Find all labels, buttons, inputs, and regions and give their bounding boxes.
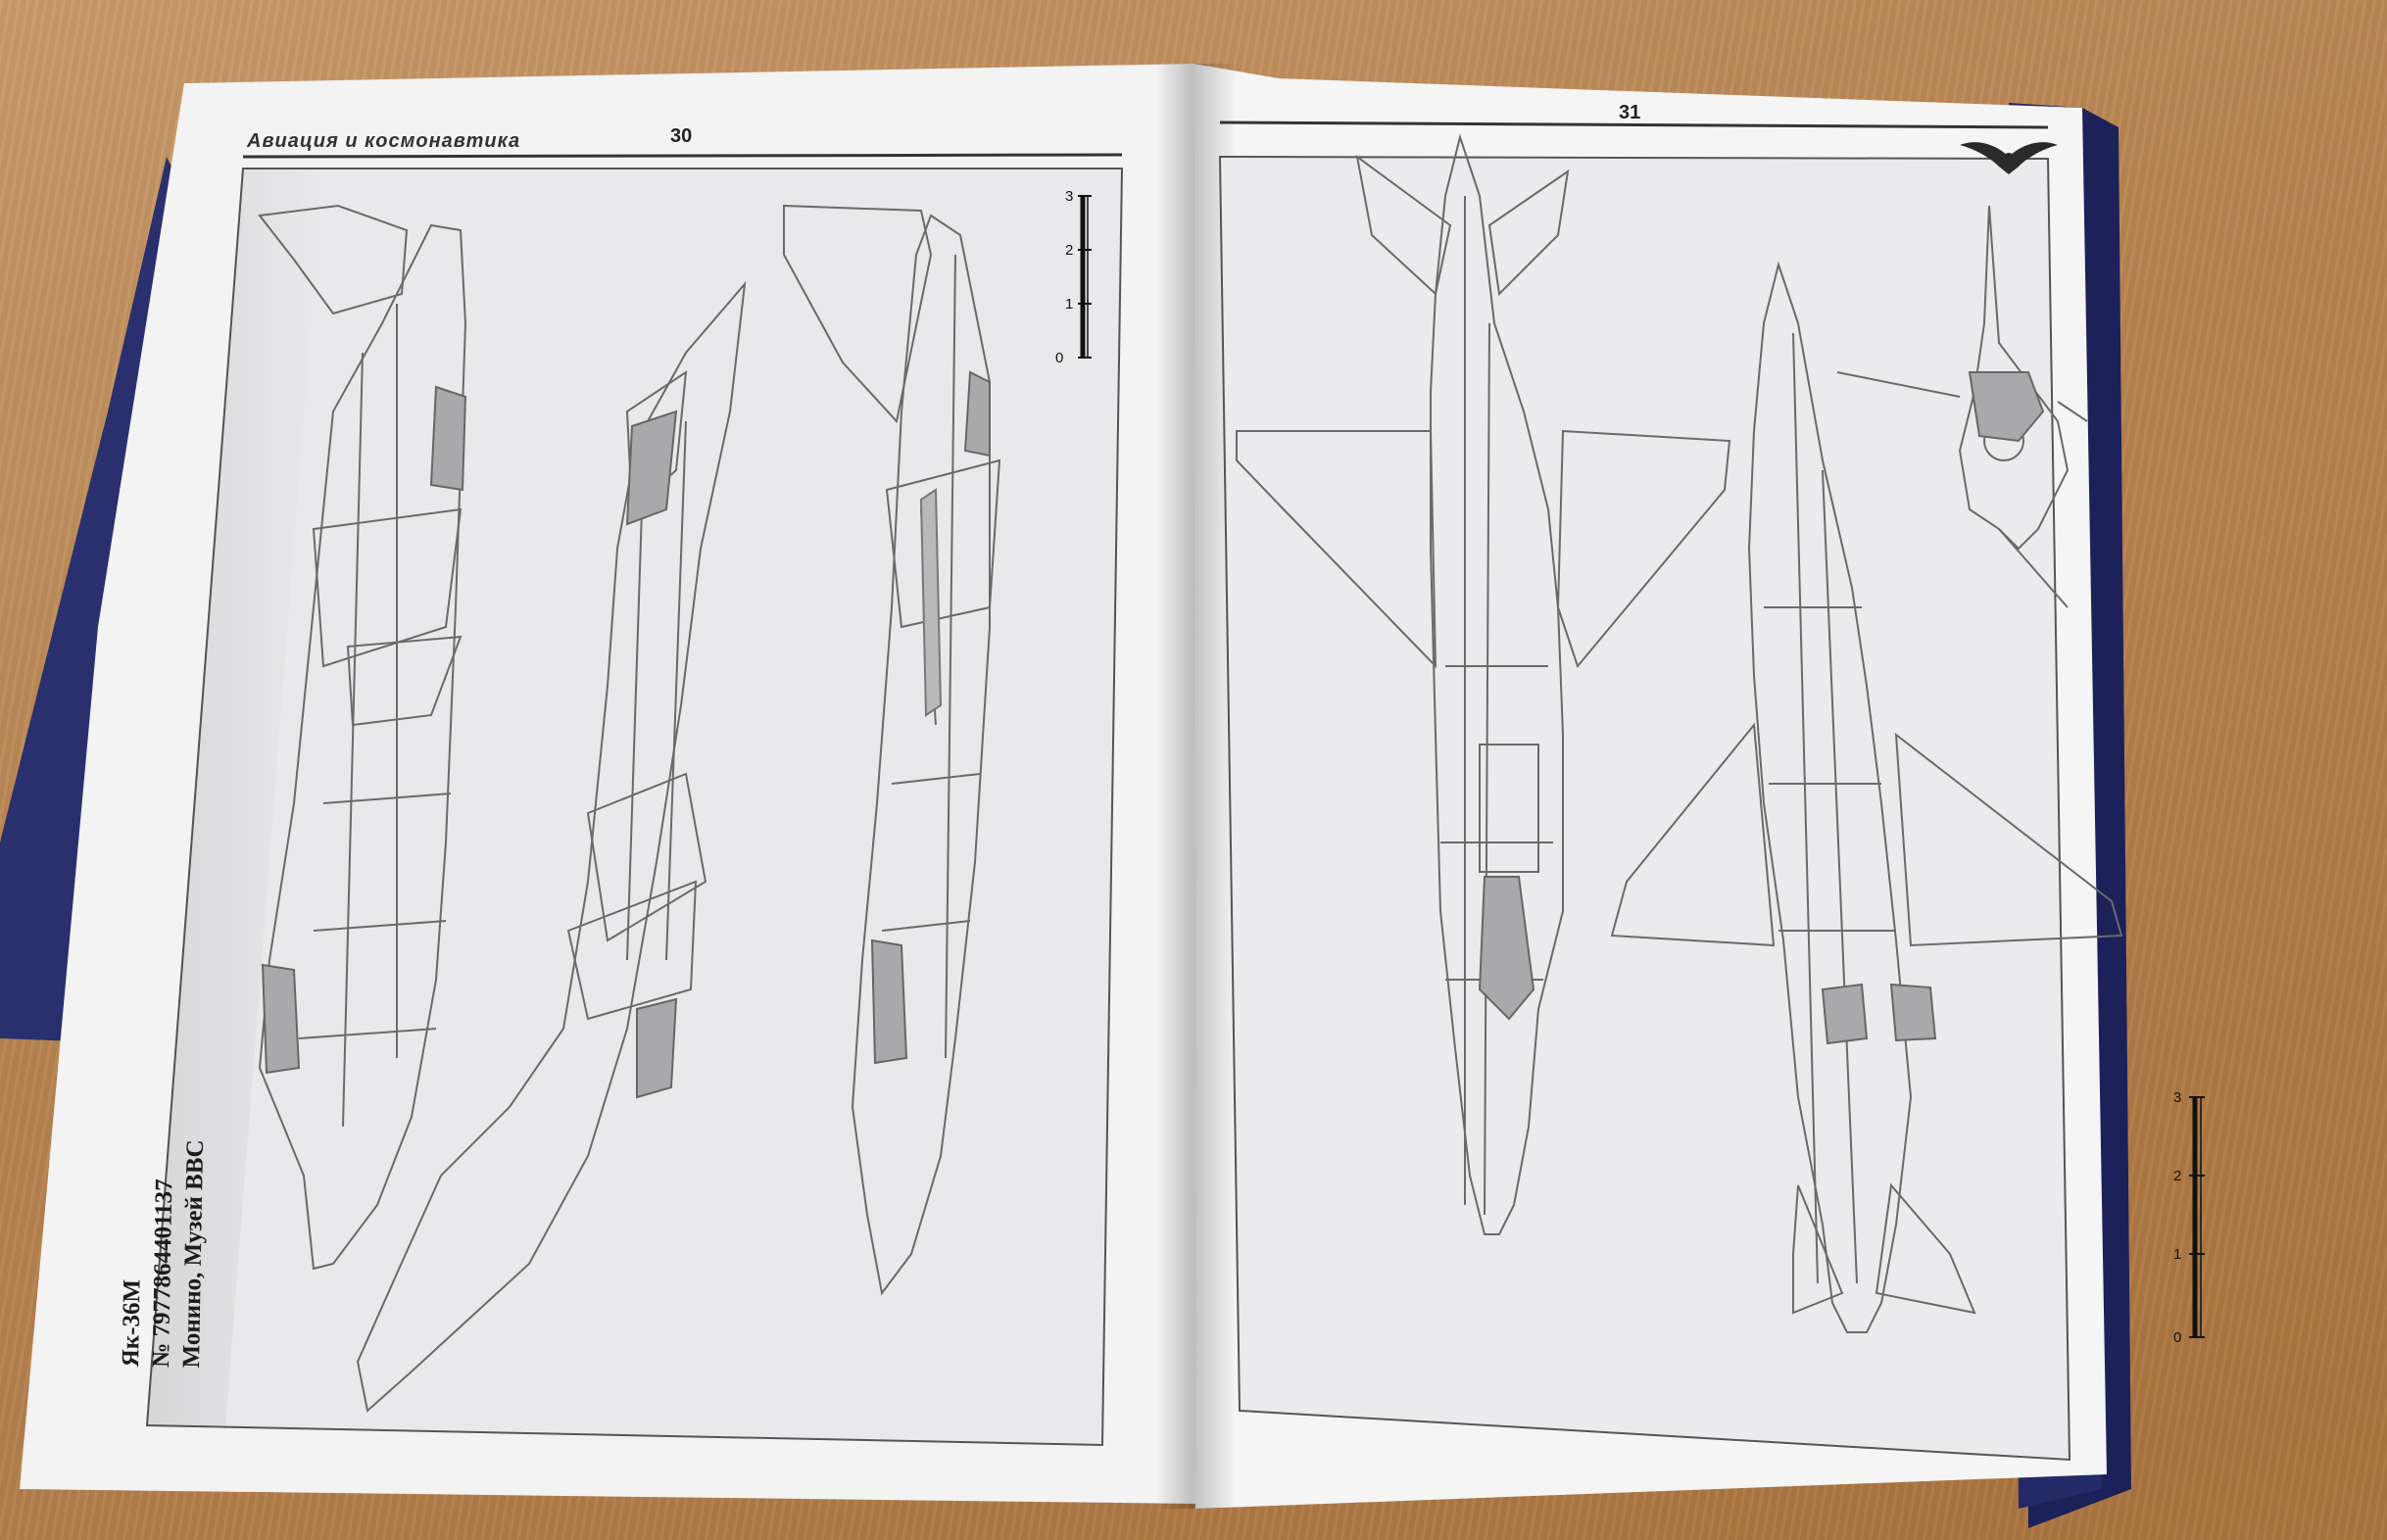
scale-right-label-2: 2 <box>2173 1168 2181 1184</box>
intake-3b <box>919 488 943 717</box>
scale-bar-right: 3 2 1 0 <box>2173 1089 2205 1346</box>
intake-2 <box>636 997 678 1099</box>
intake-bottom-right <box>1889 983 1937 1042</box>
scale-bar-left: 3 2 1 0 <box>1055 188 1092 366</box>
bottom-view <box>1610 261 2123 1333</box>
canopy-1 <box>429 385 467 492</box>
caption-location: Монино, Музей ВВС <box>177 1139 210 1369</box>
scale-left-label-2: 2 <box>1065 242 1073 259</box>
side-view-1 <box>258 204 467 1271</box>
intake-3 <box>870 938 908 1065</box>
scale-left-label-1: 1 <box>1065 296 1073 313</box>
intake-bottom-left <box>1821 983 1869 1045</box>
scale-left-label-0: 0 <box>1055 350 1063 366</box>
front-canopy <box>1968 371 2045 443</box>
canopy-top <box>1478 876 1535 1021</box>
caption-serial: № 7977864401137 <box>147 1179 178 1369</box>
scale-right-label-0: 0 <box>2173 1329 2181 1346</box>
caption-model: Як-36М <box>117 1278 146 1368</box>
right-page-number: 31 <box>1619 102 1641 123</box>
scale-right-label-1: 1 <box>2173 1246 2181 1263</box>
top-view <box>1236 133 1731 1235</box>
nose-glass-1 <box>261 963 301 1075</box>
front-view <box>1836 205 2088 608</box>
scale-left-label-3: 3 <box>1065 188 1073 205</box>
canopy-2 <box>625 409 678 526</box>
canopy-3 <box>963 370 991 457</box>
scale-right-label-3: 3 <box>2173 1089 2181 1106</box>
side-view-3 <box>783 204 1001 1296</box>
eagle-logo <box>1960 142 2058 174</box>
side-view-2 <box>356 280 747 1413</box>
aircraft-caption: Як-36М № 7977864401137 Монино, Музей ВВС <box>116 1138 211 1369</box>
left-page-number: 30 <box>670 125 693 147</box>
series-title: Авиация и космонавтика <box>247 130 521 152</box>
